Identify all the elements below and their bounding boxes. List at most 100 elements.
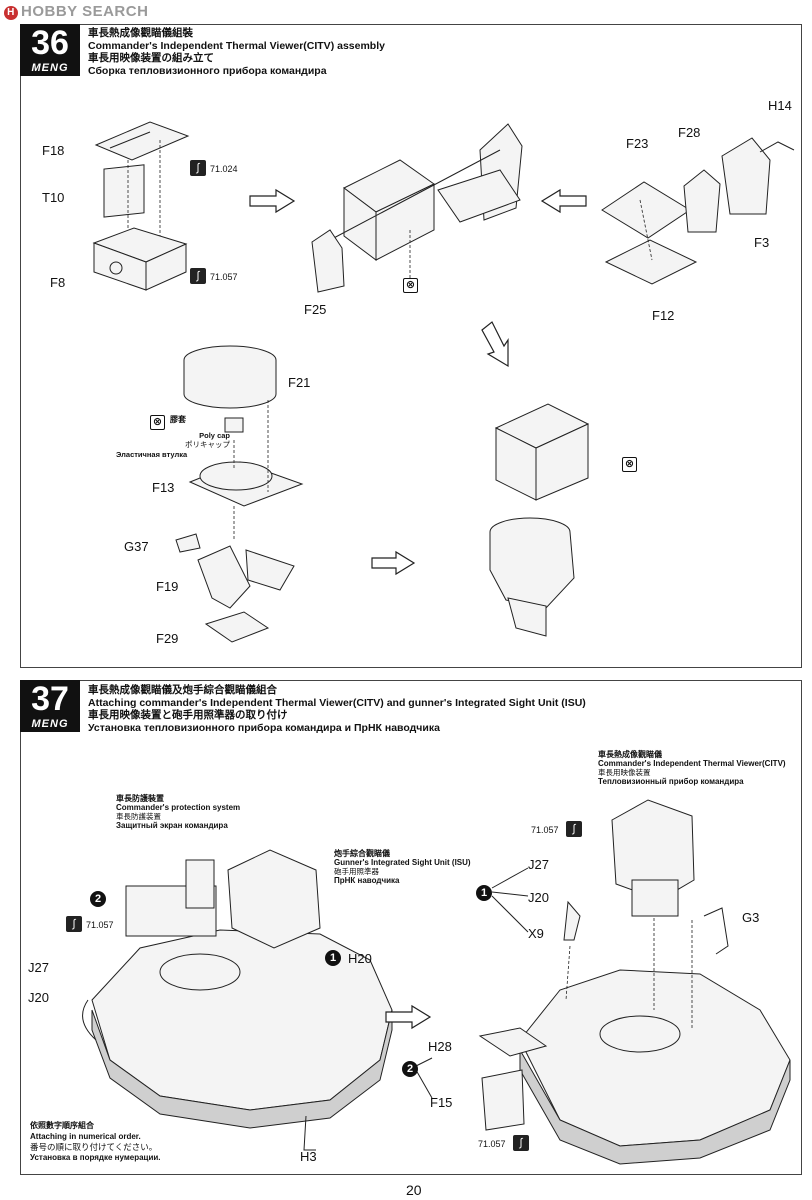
step-number: 36 [31, 24, 69, 62]
process-arrow-down-1 [481, 321, 509, 368]
step-number: 37 [31, 680, 69, 718]
process-arrow-right-2 [371, 550, 416, 576]
turret-right [415, 799, 791, 1165]
part-label-j27-right: J27 [528, 857, 549, 872]
part-label-f12: F12 [652, 308, 675, 323]
part-label-g37: G37 [124, 539, 149, 554]
part-label-x9: X9 [528, 926, 544, 941]
polycap-en: Poly cap [199, 431, 230, 440]
part-label-h28: H28 [428, 1039, 452, 1054]
step-37-title: 車長熱成像觀瞄儀及炮手綜合觀瞄儀組合 Attaching commander's… [88, 684, 586, 734]
paint-brush-icon: ∫ [566, 821, 582, 837]
process-arrow-right-1 [249, 188, 296, 214]
isu-en: Gunner's Integrated Sight Unit (ISU) [334, 858, 471, 867]
part-label-f25: F25 [304, 302, 327, 317]
part-label-f29: F29 [156, 631, 179, 646]
hobby-search-logo-icon: H [4, 6, 18, 20]
paint-code: 71.024 [210, 164, 238, 174]
polycap-jp: ポリキャップ [185, 440, 230, 449]
part-label-t10: T10 [42, 190, 65, 205]
brand-logo: MENG [31, 62, 69, 74]
paint-code: 71.057 [531, 825, 559, 835]
part-label-f3: F3 [754, 235, 770, 250]
protection-cn: 車長防護裝置 [116, 794, 164, 803]
protection-note: 車長防護裝置 Commander's protection system 車長防… [116, 794, 240, 830]
polycap-cn: 膠套 [170, 415, 186, 424]
order-cn: 依照數字順序組合 [30, 1121, 94, 1130]
part-label-f8: F8 [50, 275, 66, 290]
brand-logo: MENG [31, 718, 69, 730]
numerical-order-note: 依照數字順序組合 Attaching in numerical order. 番… [30, 1121, 161, 1163]
no-glue-icon: ⊗ [622, 457, 637, 472]
step-37-badge: 37 MENG [20, 680, 80, 732]
part-label-f23: F23 [626, 136, 649, 151]
part-label-g3: G3 [742, 910, 760, 925]
polycap-note-lines: Poly cap ポリキャップ [150, 431, 230, 449]
turret-left [82, 849, 393, 1151]
isu-ru: ПрНК наводчика [334, 876, 400, 885]
sight-box-subassembly [92, 121, 190, 291]
title-jp: 車長用映像装置と砲手用照準器の取り付け [88, 709, 288, 721]
no-glue-icon: ⊗ [150, 415, 165, 430]
title-en: Commander's Independent Thermal Viewer(C… [88, 39, 385, 52]
part-label-j27: J27 [28, 960, 49, 975]
sequence-marker-2: 2 [402, 1061, 418, 1077]
paint-brush-icon: ∫ [190, 268, 206, 284]
title-cn: 車長熱成像觀瞄儀組裝 [88, 27, 193, 39]
paint-brush-icon: ∫ [513, 1135, 529, 1151]
sequence-marker-1: 1 [325, 950, 341, 966]
paint-code: 71.057 [478, 1139, 506, 1149]
citv-jp: 車長用映像装置 [598, 768, 651, 777]
polycap-note: 膠套 [170, 415, 186, 424]
citv-en: Commander's Independent Thermal Viewer(C… [598, 759, 786, 768]
polycap-ru: Эластичная втулка [116, 450, 188, 459]
step-36-badge: 36 MENG [20, 24, 80, 76]
isu-note: 炮手綜合觀瞄儀 Gunner's Integrated Sight Unit (… [334, 849, 471, 885]
part-label-h14: H14 [768, 98, 792, 113]
citv-note: 車長熱成像觀瞄儀 Commander's Independent Thermal… [598, 750, 786, 786]
part-label-j20: J20 [28, 990, 49, 1005]
citv-assembled [489, 403, 590, 637]
citv-back-parts [601, 137, 795, 285]
part-label-h3: H3 [300, 1149, 317, 1164]
part-label-f15: F15 [430, 1095, 453, 1110]
sight-base-subassembly [175, 345, 304, 643]
order-ru: Установка в порядке нумерации. [30, 1152, 161, 1162]
part-label-f18: F18 [42, 143, 65, 158]
paint-code: 71.057 [210, 272, 238, 282]
citv-ru: Тепловизионный прибор командира [598, 777, 744, 786]
no-glue-icon: ⊗ [403, 278, 418, 293]
protection-jp: 車長防護装置 [116, 812, 161, 821]
part-label-h20: H20 [348, 951, 372, 966]
process-arrow-right-3 [385, 1004, 432, 1030]
step-36-title: 車長熱成像觀瞄儀組裝 Commander's Independent Therm… [88, 27, 385, 77]
paint-brush-icon: ∫ [66, 916, 82, 932]
part-label-f21: F21 [288, 375, 311, 390]
protection-ru: Защитный экран командира [116, 821, 228, 830]
part-label-f13: F13 [152, 480, 175, 495]
title-en: Attaching commander's Independent Therma… [88, 696, 586, 709]
title-cn: 車長熱成像觀瞄儀及炮手綜合觀瞄儀組合 [88, 684, 277, 696]
isu-cn: 炮手綜合觀瞄儀 [334, 849, 390, 858]
protection-en: Commander's protection system [116, 803, 241, 812]
part-label-f28: F28 [678, 125, 701, 140]
sequence-marker-2: 2 [90, 891, 106, 907]
isu-jp: 砲手用照準器 [334, 867, 379, 876]
citv-cn: 車長熱成像觀瞄儀 [598, 750, 662, 759]
order-en: Attaching in numerical order. [30, 1131, 141, 1141]
title-jp: 車長用映像装置の組み立て [88, 52, 214, 64]
paint-brush-icon: ∫ [190, 160, 206, 176]
part-label-j20-right: J20 [528, 890, 549, 905]
part-label-f19: F19 [156, 579, 179, 594]
paint-code: 71.057 [86, 920, 114, 930]
citv-exploded-subassembly [311, 123, 523, 293]
page-number: 20 [406, 1182, 422, 1198]
sequence-marker-1: 1 [476, 885, 492, 901]
order-jp: 番号の順に取り付けてください。 [30, 1142, 158, 1152]
title-ru: Установка тепловизионного прибора команд… [88, 721, 440, 734]
title-ru: Сборка тепловизионного прибора командира [88, 64, 327, 77]
process-arrow-left-1 [540, 188, 587, 214]
